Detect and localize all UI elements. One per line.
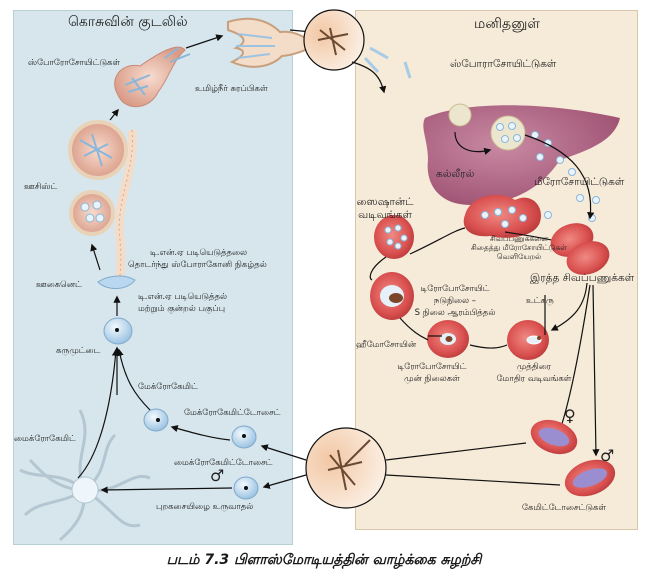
erythrocytic-cycle-loop [369, 227, 600, 457]
mosquito-cycle-arrows [77, 27, 314, 494]
label-trophozoite-early-2: முன் நிலைகள் [404, 374, 460, 384]
label-trophozoite-early-1: டிரோபோசோயிட் [397, 362, 467, 372]
blood-schizont [374, 215, 414, 259]
gut-wall [113, 129, 138, 288]
label-macrogamete: மேக்ரோகேமிட் [138, 382, 198, 392]
label-macrogametocyte: மேக்ரோகேமிட்டோசைட் [184, 408, 281, 418]
male-symbol-mosquito: ♂ [210, 466, 225, 485]
label-rbc-rupture-2: சிதைத்து மீரோசோயிட்டுகள் [470, 243, 568, 252]
label-sporozoites-mosquito: ஸ்போரோசோயிட்டுகள் [28, 58, 121, 68]
label-salivary-glands: உமிழ்நீர் சுரப்பிகள் [195, 84, 268, 94]
label-merozoites: மீரோசோயிட்டுகள் [534, 176, 625, 188]
label-liver: கல்லீரல் [436, 168, 475, 180]
label-trophozoite-mid-1: டிரோபோசோயிட் [420, 284, 490, 294]
label-zygote: கருமுட்டை [56, 346, 101, 356]
injected-sporozoites [363, 46, 412, 79]
mosquito-panel-title: கொசுவின் குடலில் [68, 14, 188, 30]
exflagellating-cell [71, 476, 99, 504]
label-hemozoin: ஹீமோசோயின் [356, 340, 417, 350]
rupturing-rbc [463, 195, 541, 238]
ookinete [97, 275, 136, 289]
liver [423, 105, 620, 205]
label-sporogony-2: தொடர்ந்து ஸ்போராகோனி நிகழ்தல் [128, 260, 267, 270]
salivary-gland [227, 17, 321, 68]
figure-caption: படம் 7.3 பிளாஸ்மோடியத்தின் வாழ்க்கை சுழற… [166, 552, 482, 568]
label-oocyst: ஊசிஸ்ட் [24, 182, 58, 192]
label-ookinete: ஊகைனெட் [36, 280, 82, 290]
label-trophozoite-mid-2: நடுநிலை – [433, 296, 477, 306]
infected-hepatocyte [448, 103, 472, 127]
label-sporogony-1: டி.என்.ஏ படியெடுத்தலை [150, 248, 248, 258]
rupturing-oocyst [114, 46, 191, 108]
microgamete-cluster [19, 409, 151, 542]
merozoite-release-arrow [524, 134, 595, 220]
label-microgametocyte: மைக்ரோகேமிட்டோசைட் [174, 458, 273, 468]
mosquito-bite-top [303, 9, 365, 71]
label-schizont-1: ஸைஷான்ட் [356, 196, 414, 208]
label-sporozoites-human: ஸ்போராசோயிட்டுகள் [450, 58, 557, 70]
label-meiosis-1: டி.என்.ஏ படியெடுத்தல் [138, 292, 228, 302]
mosquito-bite-bottom [305, 427, 387, 509]
schizont-merozoites [384, 224, 408, 250]
label-gametocytes: கேமிட்டோசைட்டுகள் [522, 503, 607, 513]
red-blood-cell [566, 241, 610, 275]
rbc-merozoites [481, 206, 552, 228]
young-oocyst [69, 190, 115, 236]
label-rbc-rupture-1: சிவப்பணுக்களை [489, 234, 549, 243]
liver-schizont [490, 115, 526, 151]
oocyst-sporozoites [79, 133, 113, 167]
female-symbol: ♀ [564, 406, 576, 425]
label-meiosis-2: மற்றும் குன்றல் பகுப்பு [138, 304, 226, 314]
label-trophozoite-mid-3: S நிலை ஆரம்பித்தல் [414, 308, 496, 318]
human-panel-title: மனிதனுள் [474, 16, 541, 32]
label-ring-1: முத்திரை [516, 362, 552, 372]
gametocyte-uptake-lines [260, 442, 561, 489]
sporozoite-injection-arrow [351, 61, 387, 94]
label-nucleus: உட்கரு [526, 296, 554, 306]
label-exflagellation: புறகசையிழை உருவாதல் [156, 502, 254, 512]
liver-stage-arrow [454, 131, 492, 155]
label-rbc: இரத்த சிவப்பணுக்கள் [530, 272, 635, 284]
label-ring-2: மோதிர வடிவங்கள் [496, 374, 572, 384]
label-rbc-rupture-3: வெளியேறல் [496, 252, 542, 261]
label-microgamete: மைக்ரோகேமிட் [14, 434, 76, 444]
male-symbol-human: ♂ [600, 446, 615, 465]
label-schizont-2: வடிவங்கள் [358, 209, 412, 221]
oocyst-nuclei [80, 200, 105, 223]
